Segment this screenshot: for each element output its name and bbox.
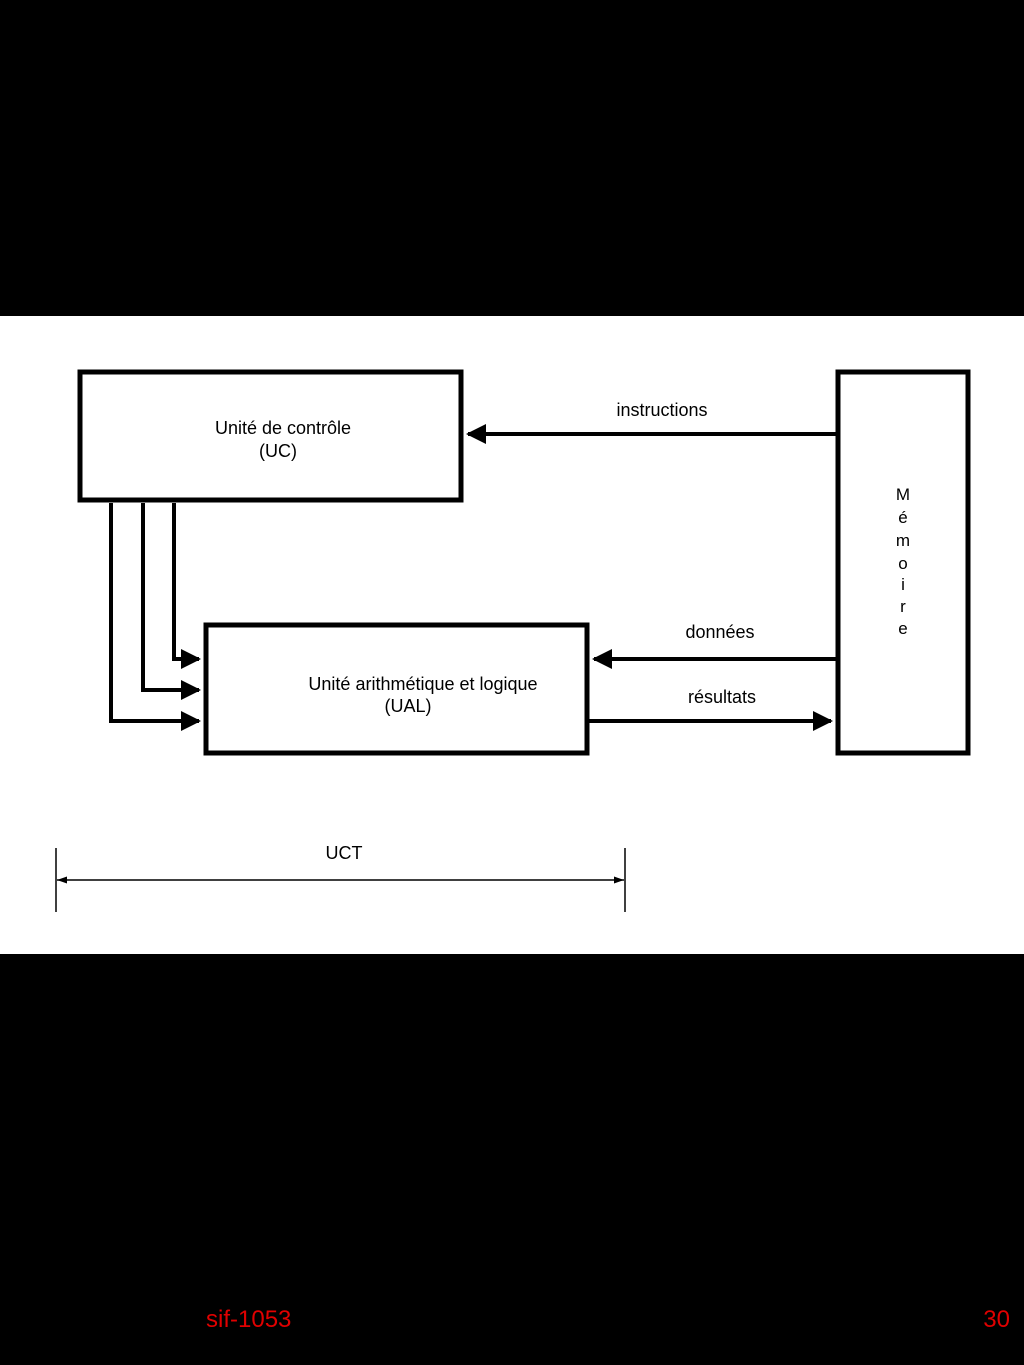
control-signal-arrow <box>109 503 201 731</box>
uct-span: UCT <box>55 843 626 912</box>
alu-abbrev: (UAL) <box>384 696 431 716</box>
donnees-arrow: données <box>592 622 836 669</box>
resultats-label: résultats <box>688 687 756 707</box>
uct-label: UCT <box>326 843 363 863</box>
memory-box: M é m o i r e <box>835 369 971 756</box>
control-signal-arrow <box>172 503 201 669</box>
memory-letter: o <box>898 554 907 573</box>
memory-letter: M <box>896 485 910 504</box>
resultats-arrow: résultats <box>589 687 833 731</box>
control-signal-arrow <box>141 503 201 700</box>
alu-label: Unité arithmétique et logique <box>308 674 537 694</box>
donnees-label: données <box>685 622 754 642</box>
diagram-panel: Unité de contrôle (UC) Unité arithmétiqu… <box>0 316 1024 954</box>
control-unit-abbrev: (UC) <box>259 441 297 461</box>
instructions-label: instructions <box>616 400 707 420</box>
footer-page-number: 30 <box>983 1306 1010 1333</box>
memory-vertical-label: M é m o i r e <box>896 485 910 638</box>
memory-letter: r <box>900 597 906 616</box>
control-signal-arrows <box>109 503 201 731</box>
control-unit-box: Unité de contrôle (UC) <box>77 369 464 503</box>
memory-letter: m <box>896 531 910 550</box>
footer-course-code: sif-1053 <box>206 1306 292 1333</box>
memory-letter: i <box>901 575 905 594</box>
alu-box: Unité arithmétique et logique (UAL) <box>203 622 590 756</box>
cpu-architecture-diagram: Unité de contrôle (UC) Unité arithmétiqu… <box>55 369 971 912</box>
instructions-arrow: instructions <box>466 400 836 444</box>
control-unit-label: Unité de contrôle <box>215 418 351 438</box>
memory-letter: é <box>898 508 907 527</box>
memory-letter: e <box>898 619 907 638</box>
